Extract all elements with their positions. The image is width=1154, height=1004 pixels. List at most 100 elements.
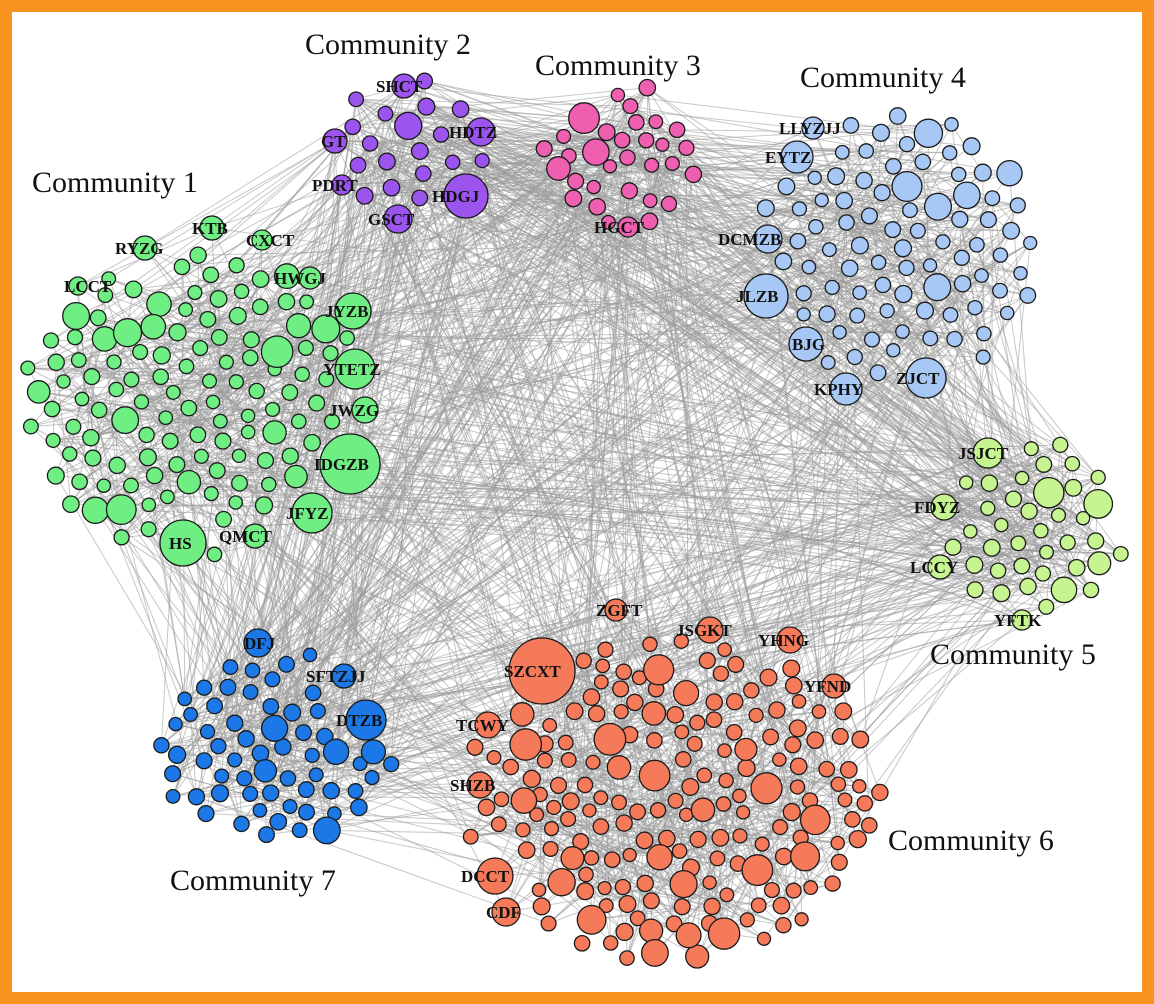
node-community-6 [576, 904, 607, 935]
node-community-7 [283, 703, 302, 722]
node-community-1 [265, 401, 281, 417]
node-community-7 [164, 765, 182, 783]
node-community-1 [168, 323, 187, 342]
network-edge [596, 206, 811, 801]
network-edge [653, 629, 711, 714]
hub-node-community-4 [743, 273, 789, 319]
hub-node-community-6 [508, 637, 576, 705]
network-edge [846, 222, 1012, 232]
node-community-6 [775, 916, 792, 934]
node-community-5 [1019, 577, 1037, 596]
node-label-community-5: YFTK [994, 611, 1042, 630]
node-label-community-2: SHCT [376, 77, 423, 96]
node-community-6 [705, 693, 723, 711]
node-community-4 [974, 268, 989, 283]
node-community-1 [101, 271, 117, 287]
node-community-5 [1059, 534, 1076, 551]
network-edge [216, 470, 655, 741]
network-edge [221, 719, 367, 777]
node-community-6 [531, 882, 547, 898]
node-community-4 [855, 171, 873, 190]
network-edge [237, 301, 307, 317]
node-community-1 [193, 448, 209, 464]
network-edge [575, 180, 630, 192]
node-community-1 [240, 424, 256, 440]
network-edge [679, 743, 696, 852]
node-label-layer: LCCTRYZGKTBCXCTHWGJJYZBYTETZJWZGIDGZBJFY… [64, 77, 1042, 922]
node-community-1 [205, 394, 221, 410]
network-edge [854, 294, 1028, 358]
node-community-4 [849, 307, 866, 324]
node-community-4 [915, 301, 935, 320]
node-community-1 [256, 451, 275, 470]
node-community-1 [228, 257, 245, 274]
network-edge [481, 160, 639, 919]
node-community-7 [195, 679, 213, 696]
network-edge [315, 94, 619, 776]
network-edge [219, 727, 275, 794]
network-edge [251, 339, 1099, 478]
network-edge [352, 126, 453, 163]
node-community-7 [195, 752, 213, 770]
network-edge [92, 389, 117, 459]
node-community-1 [187, 284, 203, 301]
node-community-1 [228, 306, 247, 325]
network-edge [1009, 173, 1032, 449]
node-community-6 [737, 758, 756, 778]
hub-node-community-4 [753, 224, 783, 254]
node-community-5 [1023, 441, 1039, 457]
node-community-6 [806, 731, 825, 750]
node-community-4 [818, 305, 836, 323]
network-edge [391, 131, 482, 189]
network-edge [460, 108, 843, 153]
node-community-6 [784, 736, 802, 754]
node-community-6 [811, 704, 827, 719]
node-community-6 [762, 728, 780, 746]
node-community-7 [279, 770, 297, 787]
node-layer [20, 72, 1129, 969]
network-edge [384, 113, 421, 199]
node-community-6 [597, 880, 612, 896]
network-edge [343, 131, 482, 677]
node-community-6 [739, 912, 755, 928]
node-community-3 [620, 182, 639, 200]
node-community-3 [648, 114, 664, 130]
node-community-4 [979, 211, 997, 229]
node-community-6 [772, 752, 787, 767]
network-edge [624, 818, 853, 933]
node-community-7 [187, 788, 206, 806]
node-community-1 [83, 368, 101, 386]
node-community-1 [138, 426, 155, 444]
node-community-4 [922, 330, 939, 347]
node-label-community-6: ZGFT [596, 601, 643, 620]
node-community-4 [858, 143, 875, 159]
node-community-6 [542, 717, 558, 733]
hub-node-community-2 [331, 174, 353, 196]
node-community-6 [565, 702, 584, 721]
node-community-6 [734, 737, 758, 762]
node-community-6 [844, 811, 861, 828]
network-edge [227, 105, 631, 688]
network-edge [452, 162, 620, 768]
node-community-2 [414, 165, 432, 182]
node-community-5 [1034, 565, 1052, 582]
node-community-6 [732, 828, 748, 844]
node-community-6 [641, 701, 667, 726]
node-community-4 [976, 325, 992, 342]
hub-node-community-6 [491, 897, 521, 927]
network-edge [239, 147, 687, 484]
node-community-3 [600, 214, 616, 230]
node-community-1 [262, 420, 287, 445]
network-edge [697, 132, 882, 840]
network-edge [953, 546, 1121, 555]
network-edge [301, 373, 870, 826]
hub-node-community-2 [391, 73, 417, 99]
node-community-4 [821, 242, 837, 258]
network-edge [341, 131, 482, 186]
node-community-1 [318, 371, 335, 388]
community-4-label: Community 4 [800, 61, 966, 94]
node-community-6 [772, 896, 791, 915]
network-edge [369, 143, 873, 340]
node-community-1 [294, 366, 310, 383]
network-edge [370, 131, 482, 144]
